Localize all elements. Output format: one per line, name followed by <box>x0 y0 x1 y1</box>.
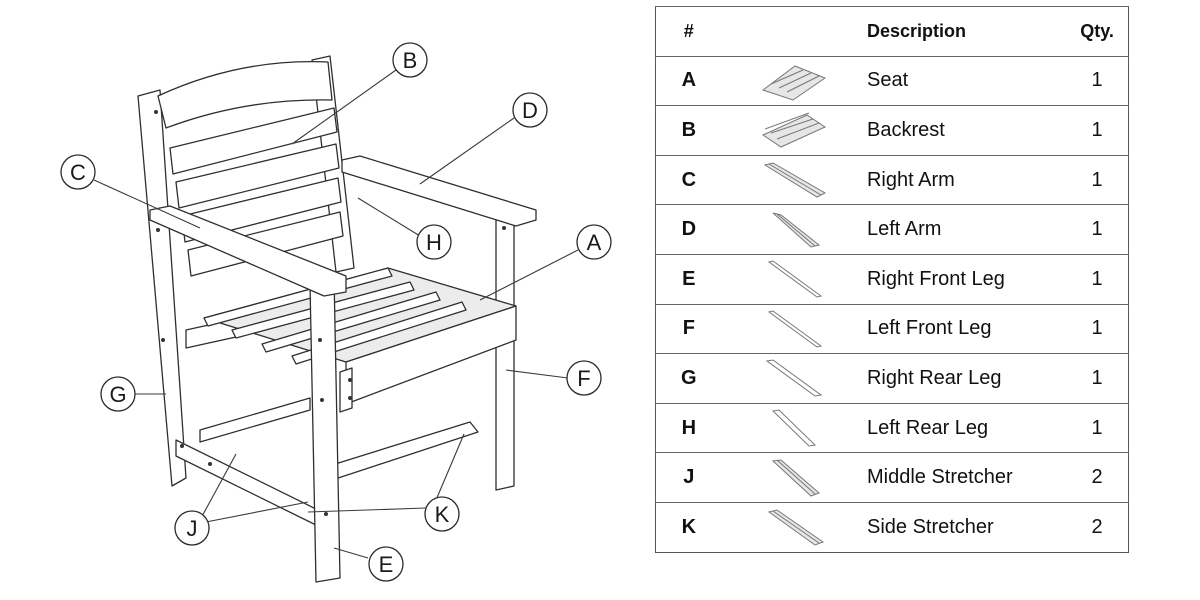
table-header-row: # Description Qty. <box>655 6 1129 57</box>
table-row: C Right Arm 1 <box>655 154 1129 205</box>
part-description: Middle Stretcher <box>866 452 1067 503</box>
svg-text:G: G <box>109 382 126 407</box>
svg-text:F: F <box>577 366 590 391</box>
part-description: Right Arm <box>866 154 1067 205</box>
table-row: D Left Arm 1 <box>655 204 1129 255</box>
left-front-leg <box>495 213 515 491</box>
callout-b: B <box>392 42 428 78</box>
part-id: F <box>655 303 722 354</box>
part-id: C <box>655 154 722 205</box>
header-number: # <box>655 6 722 57</box>
left-rear-leg-icon <box>721 402 867 453</box>
table-row: B Backrest 1 <box>655 105 1129 156</box>
backrest-icon <box>721 105 867 156</box>
callout-g: G <box>100 376 136 412</box>
table-row: G Right Rear Leg 1 <box>655 353 1129 404</box>
part-description: Backrest <box>866 105 1067 156</box>
part-qty: 1 <box>1066 204 1129 255</box>
part-description: Left Arm <box>866 204 1067 255</box>
part-id: K <box>655 501 722 553</box>
part-description: Right Rear Leg <box>866 353 1067 404</box>
table-row: K Side Stretcher 2 <box>655 501 1129 553</box>
left-front-leg-icon <box>721 303 867 354</box>
part-description: Right Front Leg <box>866 253 1067 305</box>
table-row: A Seat 1 <box>655 55 1129 106</box>
part-qty: 1 <box>1066 402 1129 453</box>
part-qty: 1 <box>1066 55 1129 106</box>
seat-icon <box>721 55 867 106</box>
svg-text:D: D <box>522 98 538 123</box>
table-row: E Right Front Leg 1 <box>655 253 1129 305</box>
side-stretcher <box>315 421 479 485</box>
svg-text:C: C <box>70 160 86 185</box>
part-qty: 1 <box>1066 154 1129 205</box>
backrest <box>157 60 344 277</box>
left-arm-icon <box>721 204 867 255</box>
svg-text:J: J <box>187 516 198 541</box>
part-qty: 1 <box>1066 105 1129 156</box>
callout-c: C <box>60 154 96 190</box>
left-arm <box>341 155 537 227</box>
callout-h: H <box>416 224 452 260</box>
seat <box>203 267 517 413</box>
svg-text:A: A <box>587 230 602 255</box>
part-description: Left Front Leg <box>866 303 1067 354</box>
part-qty: 2 <box>1066 501 1129 553</box>
part-qty: 2 <box>1066 452 1129 503</box>
callout-d: D <box>512 92 548 128</box>
right-front-leg-icon <box>721 253 867 305</box>
callout-k: K <box>424 496 460 532</box>
chair-drawing <box>137 55 537 583</box>
part-id: J <box>655 452 722 503</box>
part-id: E <box>655 253 722 305</box>
right-front-leg <box>309 275 341 583</box>
svg-text:H: H <box>426 230 442 255</box>
svg-text:E: E <box>379 552 394 577</box>
part-id: H <box>655 402 722 453</box>
chair-exploded-diagram: B D C H A F G K J E <box>60 42 612 583</box>
right-rear-leg-icon <box>721 353 867 404</box>
callout-j: J <box>174 510 210 546</box>
header-description: Description <box>866 6 1067 57</box>
part-qty: 1 <box>1066 303 1129 354</box>
part-description: Left Rear Leg <box>866 402 1067 453</box>
svg-text:K: K <box>435 502 450 527</box>
callout-e: E <box>368 546 404 582</box>
part-id: A <box>655 55 722 106</box>
callout-a: A <box>576 224 612 260</box>
callout-f: F <box>566 360 602 396</box>
middle-stretcher-icon <box>721 452 867 503</box>
right-arm-icon <box>721 154 867 205</box>
part-id: D <box>655 204 722 255</box>
side-stretcher-icon <box>721 501 867 553</box>
leader-lines <box>93 69 579 559</box>
part-qty: 1 <box>1066 353 1129 404</box>
svg-text:B: B <box>403 48 418 73</box>
table-row: H Left Rear Leg 1 <box>655 402 1129 453</box>
table-row: F Left Front Leg 1 <box>655 303 1129 354</box>
table-row: J Middle Stretcher 2 <box>655 452 1129 503</box>
part-id: G <box>655 353 722 404</box>
part-qty: 1 <box>1066 253 1129 305</box>
parts-list-table: # Description Qty. A Seat 1 B Backrest 1… <box>655 6 1129 553</box>
part-id: B <box>655 105 722 156</box>
middle-stretcher-rear <box>199 397 311 443</box>
right-rear-leg <box>137 89 187 487</box>
header-qty: Qty. <box>1066 6 1129 57</box>
right-arm <box>149 205 347 297</box>
part-description: Side Stretcher <box>866 501 1067 553</box>
header-thumbnail <box>721 6 867 57</box>
part-description: Seat <box>866 55 1067 106</box>
